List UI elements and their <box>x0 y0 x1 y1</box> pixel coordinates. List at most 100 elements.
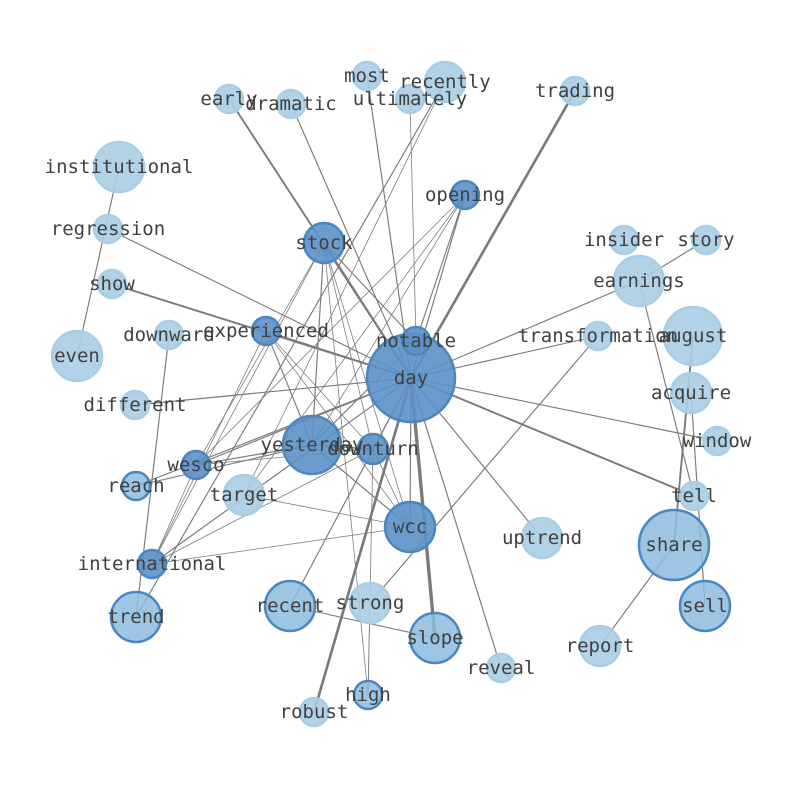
node-label-insider: insider <box>584 229 664 251</box>
edge-day-different <box>134 377 412 406</box>
node-label-reveal: reveal <box>467 657 536 679</box>
node-earnings <box>612 254 666 308</box>
node-label-even: even <box>54 345 100 367</box>
node-reveal <box>485 652 517 684</box>
node-label-target: target <box>210 484 279 506</box>
edge-day-robust <box>312 376 413 714</box>
node-target <box>222 473 266 517</box>
node-label-opening: opening <box>425 184 505 206</box>
edge-notable-opening <box>415 194 466 342</box>
node-insider <box>608 224 640 256</box>
edge-day-window <box>410 377 718 442</box>
node-label-yesterday: yesterday <box>261 434 364 456</box>
node-show <box>96 268 128 300</box>
node-label-trading: trading <box>535 80 615 102</box>
node-early <box>213 83 245 115</box>
edge-yesterday-opening <box>311 194 466 446</box>
edge-experienced-wcc <box>265 330 411 528</box>
node-label-wesco: wesco <box>167 454 224 476</box>
node-label-tell: tell <box>671 485 717 507</box>
edge-opening-wesco <box>195 194 466 466</box>
node-label-share: share <box>645 534 702 556</box>
node-label-notable: notable <box>376 330 456 352</box>
node-label-robust: robust <box>280 701 349 723</box>
node-label-experienced: experienced <box>203 320 329 342</box>
node-tell <box>678 480 710 512</box>
node-label-window: window <box>683 430 752 452</box>
node-label-dramatic: dramatic <box>245 93 337 115</box>
node-story <box>690 224 722 256</box>
node-report <box>578 624 622 668</box>
node-label-downturn: downturn <box>327 438 419 460</box>
node-label-downward: downward <box>123 324 215 346</box>
node-wcc <box>383 500 437 554</box>
node-yesterday <box>281 414 343 476</box>
node-notable <box>400 325 432 357</box>
node-wesco <box>180 449 212 481</box>
node-label-strong: strong <box>336 592 405 614</box>
edge-stock-high <box>323 242 369 696</box>
node-regression <box>92 213 124 245</box>
node-high <box>352 679 384 711</box>
edge-opening-target <box>243 194 466 496</box>
node-label-day: day <box>394 367 428 389</box>
node-label-transformation: transformation <box>518 325 678 347</box>
node-robust <box>298 696 330 728</box>
node-label-august: august <box>659 325 728 347</box>
node-label-earnings: earnings <box>593 270 685 292</box>
edge-institutional-even <box>76 166 120 357</box>
edge-yesterday-stock <box>311 242 325 446</box>
node-label-most: most <box>344 65 390 87</box>
node-acquire <box>669 371 713 415</box>
node-label-stock: stock <box>295 232 353 254</box>
node-international <box>136 548 168 580</box>
edge-experienced-international <box>151 330 267 565</box>
edge-earnings-tell <box>638 280 695 497</box>
node-label-slope: slope <box>406 627 463 649</box>
node-label-story: story <box>677 229 734 251</box>
node-downturn <box>356 432 390 466</box>
node-ultimately <box>394 83 426 115</box>
node-different <box>119 389 151 421</box>
edge-stock-international <box>151 242 325 565</box>
node-reach <box>120 470 152 502</box>
node-dramatic <box>275 88 307 120</box>
node-label-report: report <box>566 635 635 657</box>
edge-day-international <box>151 377 412 565</box>
node-august <box>662 305 724 367</box>
node-window <box>701 425 733 457</box>
edge-downturn-experienced <box>265 330 374 450</box>
node-strong <box>348 581 392 625</box>
node-label-sell: sell <box>682 595 728 617</box>
node-label-international: international <box>78 553 227 575</box>
node-label-different: different <box>84 394 187 416</box>
edge-day-trading <box>409 89 577 380</box>
node-downward <box>153 319 185 351</box>
edge-day-reveal <box>410 377 502 669</box>
node-sell <box>678 579 732 633</box>
node-label-trend: trend <box>107 606 164 628</box>
edge-transformation-strong <box>369 335 599 604</box>
node-label-early: early <box>200 88 257 110</box>
node-label-reach: reach <box>107 475 164 497</box>
node-uptrend <box>520 516 564 560</box>
edge-notable-ultimately <box>409 98 417 342</box>
node-label-show: show <box>89 273 135 295</box>
node-label-high: high <box>345 684 391 706</box>
node-share <box>637 508 711 582</box>
node-slope <box>408 611 462 665</box>
node-label-regression: regression <box>51 218 165 240</box>
edge-wesco-international <box>151 464 197 565</box>
node-trend <box>109 590 163 644</box>
node-most <box>351 60 383 92</box>
node-even <box>50 329 104 383</box>
node-layer <box>50 60 733 728</box>
edge-stock-wesco <box>195 242 325 466</box>
node-opening <box>449 179 481 211</box>
edge-day-regression <box>107 228 412 379</box>
node-label-recent: recent <box>256 595 325 617</box>
node-label-wcc: wcc <box>393 516 427 538</box>
node-recently <box>423 60 467 104</box>
